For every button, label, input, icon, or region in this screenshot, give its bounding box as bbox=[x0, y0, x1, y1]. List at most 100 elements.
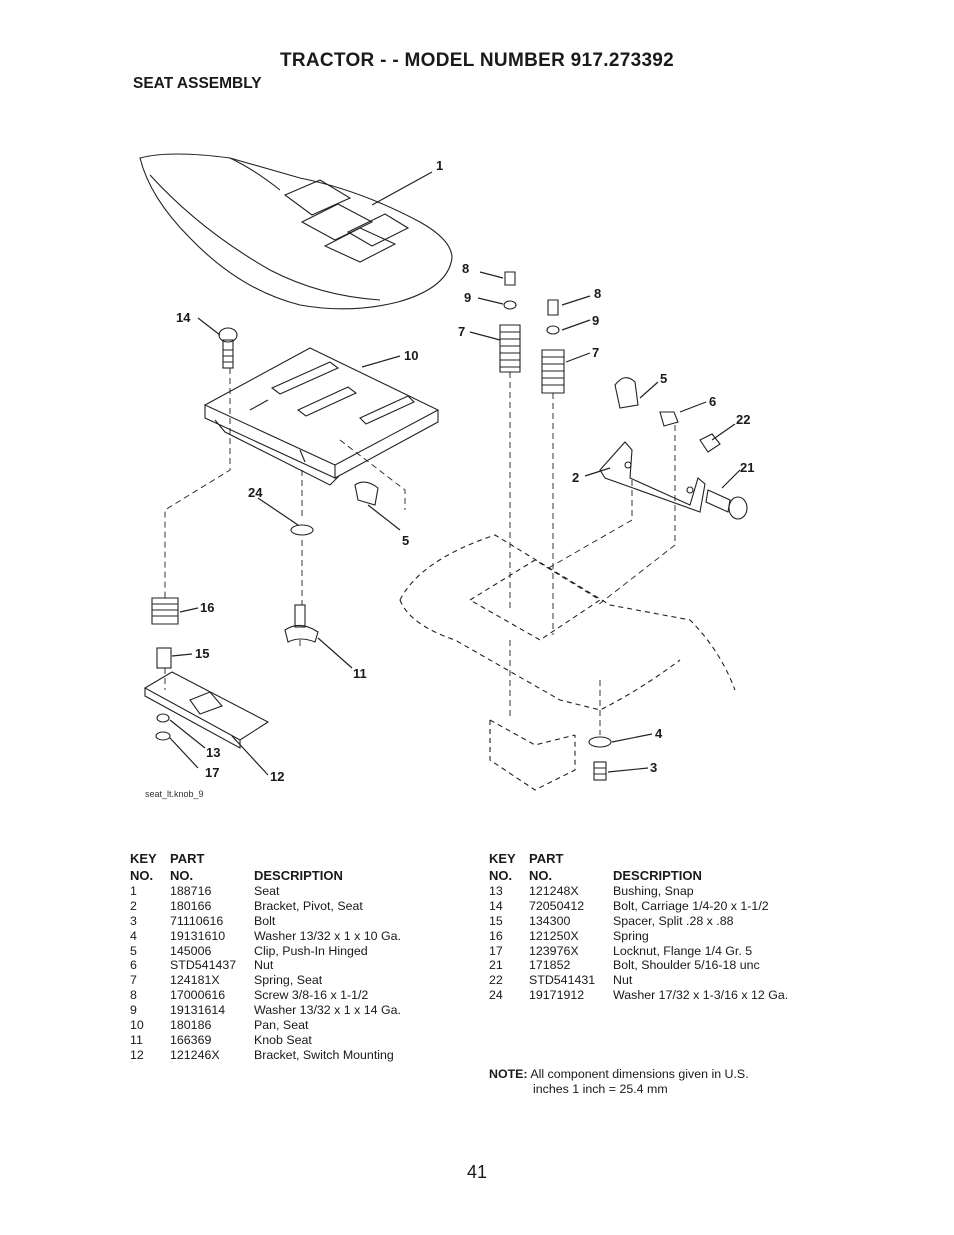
spring-16-part bbox=[151, 597, 179, 625]
description: Spacer, Split .28 x .88 bbox=[613, 913, 734, 928]
description: Locknut, Flange 1/4 Gr. 5 bbox=[613, 943, 753, 958]
description: Knob Seat bbox=[254, 1032, 312, 1047]
header-part: PART bbox=[529, 851, 564, 866]
frame-outline bbox=[399, 534, 736, 791]
callout-7-right: 7 bbox=[592, 345, 599, 360]
table-row: 9 19131614 Washer 13/32 x 1 x 14 Ga. bbox=[130, 1003, 460, 1018]
description: Bracket, Switch Mounting bbox=[254, 1047, 394, 1062]
key-no: 16 bbox=[489, 928, 503, 943]
callout-8-right: 8 bbox=[594, 286, 601, 301]
header-key-no: NO. bbox=[130, 868, 154, 883]
part-no: 121248X bbox=[529, 884, 579, 898]
description: Spring, Seat bbox=[254, 973, 323, 988]
seat-spring-left bbox=[499, 271, 521, 373]
clip-part-lower bbox=[354, 481, 379, 506]
part-no: 123976X bbox=[529, 943, 579, 958]
table-row: 11 166369 Knob Seat bbox=[130, 1033, 460, 1048]
part-no: 19131614 bbox=[170, 1003, 226, 1018]
seat-part bbox=[139, 153, 453, 310]
table-row: 8 17000616 Screw 3/8-16 x 1-1/2 bbox=[130, 988, 460, 1003]
switch-bracket-part bbox=[143, 671, 270, 749]
seat-assembly-diagram: 1 14 10 8 9 7 8 9 7 5 6 22 2 21 24 5 16 … bbox=[139, 153, 754, 791]
part-no: 121246X bbox=[170, 1047, 220, 1062]
callout-17: 17 bbox=[205, 765, 219, 780]
part-no: 19171912 bbox=[529, 988, 585, 1003]
part-no: 134300 bbox=[529, 913, 571, 928]
key-no: 2 bbox=[130, 898, 137, 913]
callout-11: 11 bbox=[353, 666, 367, 681]
page-number: 41 bbox=[466, 1162, 488, 1182]
callout-labels: 1 14 10 8 9 7 8 9 7 5 6 22 2 21 24 5 16 … bbox=[176, 158, 754, 784]
part-no: 72050412 bbox=[529, 898, 585, 913]
callout-2: 2 bbox=[572, 470, 579, 485]
diagram-file-label: seat_lt.knob_9 bbox=[145, 789, 204, 799]
key-no: 13 bbox=[489, 884, 503, 898]
callout-9-left: 9 bbox=[464, 290, 471, 305]
callout-5-top: 5 bbox=[660, 371, 667, 386]
description: Bracket, Pivot, Seat bbox=[254, 898, 363, 913]
table-header-row-2: NO. NO. DESCRIPTION bbox=[489, 867, 829, 884]
callout-16: 16 bbox=[200, 600, 214, 615]
pivot-bracket-part bbox=[599, 441, 706, 513]
part-no: 166369 bbox=[170, 1032, 212, 1047]
key-no: 21 bbox=[489, 958, 503, 973]
key-no: 15 bbox=[489, 913, 503, 928]
washer-4-part bbox=[588, 736, 612, 748]
description: Spring bbox=[613, 928, 649, 943]
shoulder-bolt-part bbox=[705, 489, 748, 520]
description: Washer 13/32 x 1 x 14 Ga. bbox=[254, 1003, 401, 1018]
part-no: 188716 bbox=[170, 884, 212, 898]
description: Nut bbox=[613, 973, 633, 988]
table-row: 21 171852 Bolt, Shoulder 5/16-18 unc bbox=[489, 958, 829, 973]
page-title: TRACTOR - - MODEL NUMBER 917.273392 bbox=[279, 50, 675, 71]
bolt-3-part bbox=[593, 761, 607, 781]
note-line-2: inches 1 inch = 25.4 mm bbox=[533, 1082, 668, 1096]
spacer-part bbox=[156, 647, 172, 669]
callout-14: 14 bbox=[176, 310, 191, 325]
note-line-1: All component dimensions given in U.S. bbox=[530, 1067, 749, 1081]
callout-1: 1 bbox=[436, 158, 443, 173]
callout-21: 21 bbox=[740, 460, 754, 475]
note-label: NOTE: bbox=[489, 1067, 528, 1081]
description: Washer 13/32 x 1 x 10 Ga. bbox=[254, 928, 401, 943]
part-no: 171852 bbox=[529, 958, 571, 973]
part-no: 180166 bbox=[170, 898, 212, 913]
description: Nut bbox=[254, 958, 274, 973]
key-no: 8 bbox=[130, 988, 137, 1003]
part-no: 124181X bbox=[170, 973, 220, 988]
description: Bolt, Carriage 1/4-20 x 1-1/2 bbox=[613, 898, 769, 913]
header-part: PART bbox=[170, 851, 205, 866]
table-row: 15 134300 Spacer, Split .28 x .88 bbox=[489, 914, 829, 929]
key-no: 11 bbox=[130, 1032, 143, 1047]
part-no: 19131610 bbox=[170, 928, 226, 943]
key-no: 22 bbox=[489, 973, 503, 988]
clip-part-top bbox=[614, 377, 639, 409]
header-key-no: NO. bbox=[489, 868, 513, 883]
callout-9-right: 9 bbox=[592, 313, 599, 328]
callout-8-left: 8 bbox=[462, 261, 469, 276]
dimension-note: NOTE: All component dimensions given in … bbox=[489, 1067, 829, 1097]
part-no: STD541431 bbox=[529, 973, 596, 988]
callout-4: 4 bbox=[655, 726, 663, 741]
table-row: 2 180166 Bracket, Pivot, Seat bbox=[130, 899, 460, 914]
nut-22-part bbox=[699, 433, 721, 453]
description: Bolt, Shoulder 5/16-18 unc bbox=[613, 958, 760, 973]
seat-spring-right bbox=[541, 299, 565, 394]
knob-part bbox=[284, 604, 319, 643]
table-header-row-1: KEY PART bbox=[489, 850, 829, 867]
key-no: 9 bbox=[130, 1003, 137, 1018]
part-no: 17000616 bbox=[170, 988, 226, 1003]
callout-3: 3 bbox=[650, 760, 657, 775]
description: Screw 3/8-16 x 1-1/2 bbox=[254, 988, 369, 1003]
header-description: DESCRIPTION bbox=[254, 868, 343, 883]
callout-7-left: 7 bbox=[458, 324, 465, 339]
header-part-no: NO. bbox=[170, 868, 194, 883]
